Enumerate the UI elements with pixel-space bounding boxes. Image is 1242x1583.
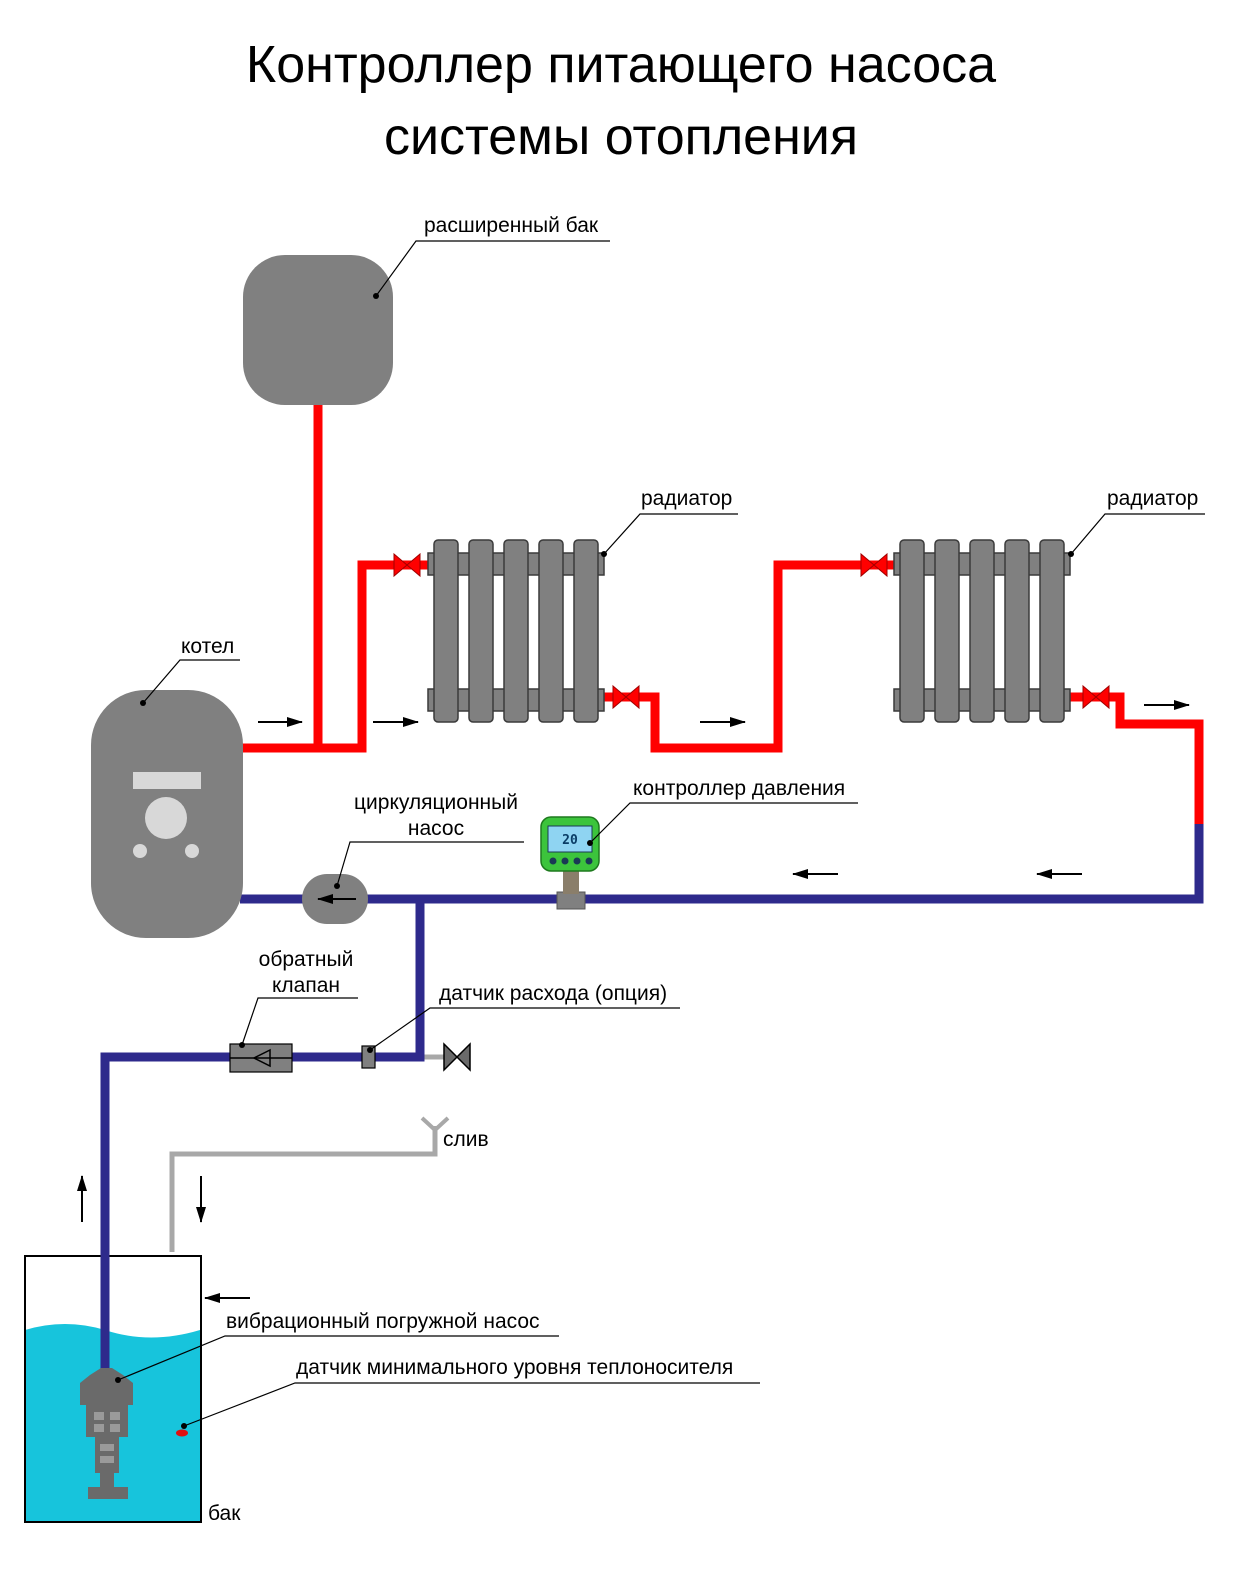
label-check-valve-2: клапан [272, 974, 340, 997]
valve-icon[interactable] [612, 684, 640, 710]
label-drain: слив [443, 1128, 489, 1151]
ball-valve-icon[interactable] [443, 1042, 471, 1072]
circulation-pump [302, 874, 368, 924]
boiler-knob-icon [145, 797, 187, 839]
label-boiler: котел [181, 635, 234, 658]
label-expansion-tank: расширенный бак [424, 214, 599, 237]
min-level-sensor [176, 1429, 188, 1437]
title-line-1: Контроллер питающего насоса [246, 36, 996, 94]
check-valve-arrow-icon [252, 1048, 271, 1068]
title-line-2: системы отопления [384, 108, 858, 166]
controller-button-icon[interactable] [549, 857, 557, 865]
boiler-indicator-left-icon [133, 844, 147, 858]
boiler [91, 690, 243, 938]
valve-icon[interactable] [1082, 684, 1110, 710]
label-submersible-pump: вибрационный погружной насос [226, 1310, 540, 1333]
radiator-1 [427, 539, 605, 723]
valve-icon[interactable] [393, 552, 421, 578]
label-tank: бак [208, 1502, 241, 1525]
valve-icon[interactable] [860, 552, 888, 578]
controller-screen [547, 825, 593, 853]
return-pipes [100, 824, 1204, 1375]
boiler-display-icon [133, 772, 201, 789]
label-radiator-2: радиатор [1107, 487, 1198, 510]
label-circulation-pump-2: насос [408, 817, 464, 840]
radiator-2 [893, 539, 1071, 723]
controller-button-icon[interactable] [561, 857, 569, 865]
boiler-indicator-right-icon [185, 844, 199, 858]
drain-pipe [169, 1126, 438, 1252]
leader-dots [115, 293, 1074, 1429]
leader-lines [117, 240, 1205, 1427]
label-min-level-sensor: датчик минимального уровня теплоносителя [296, 1356, 733, 1379]
controller-button-icon[interactable] [573, 857, 581, 865]
label-pressure-controller: контроллер давления [633, 777, 845, 800]
label-check-valve-1: обратный [259, 948, 354, 971]
flow-arrows [77, 700, 1190, 1303]
controller-display-value: 20 [562, 833, 578, 848]
drain-funnel-icon [420, 1116, 450, 1133]
expansion-tank [243, 255, 393, 405]
pressure-controller: 20 [540, 816, 600, 910]
label-flow-sensor: датчик расхода (опция) [439, 982, 667, 1005]
label-radiator-1: радиатор [641, 487, 732, 510]
submersible-pump [80, 1368, 133, 1499]
controller-button-icon[interactable] [585, 857, 593, 865]
label-circulation-pump-1: циркуляционный [354, 791, 518, 814]
radiator-valves [393, 552, 1110, 710]
tank-outline [24, 1255, 202, 1523]
check-valve [229, 1043, 293, 1073]
